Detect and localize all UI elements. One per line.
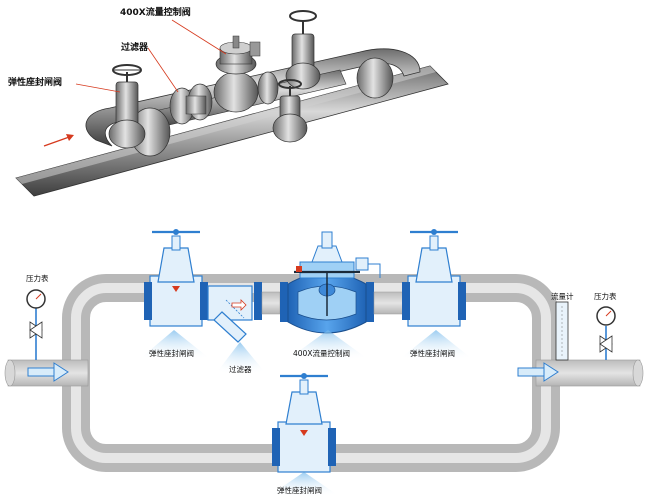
label-fan-strainer bbox=[214, 342, 268, 376]
label-fan-gate-valve-bypass bbox=[266, 472, 342, 498]
label-gate-valve-2: 弹性座封闸阀 bbox=[410, 348, 455, 358]
label-gate-valve-1: 弹性座封闸阀 bbox=[149, 348, 194, 358]
gate-valve-2 bbox=[402, 229, 466, 327]
label-fan-flow-control-valve bbox=[284, 330, 372, 362]
label-flow-control-valve-schematic: 400X流量控制阀 bbox=[293, 348, 350, 358]
label-strainer-schematic: 过滤器 bbox=[229, 364, 252, 374]
flow-arrow-top bbox=[43, 135, 73, 147]
label-fan-gate-valve-2 bbox=[396, 330, 476, 362]
flow-arrow-outlet bbox=[517, 362, 559, 382]
gate-valve-1 bbox=[144, 229, 208, 327]
gate-valve-top-bypass bbox=[272, 79, 308, 143]
pressure-gauge-right bbox=[596, 306, 616, 360]
flow-arrow-inlet bbox=[27, 362, 69, 382]
label-pressure-gauge-right: 压力表 bbox=[594, 291, 617, 301]
schematic-view: 压力表 流量计 压力表 弹性座封闸阀 bbox=[4, 229, 644, 498]
label-fan-gate-valve-1 bbox=[136, 330, 214, 362]
label-strainer-top: 过滤器 bbox=[121, 41, 149, 53]
label-pressure-gauge-left: 压力表 bbox=[26, 273, 49, 283]
label-flow-meter: 流量计 bbox=[551, 291, 574, 301]
label-flow-control-valve-top: 400X流量控制阀 bbox=[120, 6, 191, 18]
pressure-gauge-left bbox=[26, 289, 46, 360]
label-gate-valve-top: 弹性座封闸阀 bbox=[8, 76, 62, 88]
flow-control-valve-schematic bbox=[280, 231, 381, 334]
flow-meter bbox=[555, 301, 569, 361]
label-gate-valve-bypass: 弹性座封闸阀 bbox=[277, 485, 322, 495]
gate-valve-top-left bbox=[108, 64, 146, 149]
gate-valve-bypass bbox=[272, 373, 336, 473]
bypass-pipe bbox=[85, 48, 421, 147]
strainer-schematic bbox=[207, 282, 281, 343]
flow-control-valve-top bbox=[213, 35, 279, 113]
gate-valve-top-right bbox=[285, 10, 321, 90]
strainer-top bbox=[169, 83, 213, 125]
isometric-pipe-view: 400X流量控制阀 过滤器 弹性座封闸阀 bbox=[8, 6, 449, 197]
